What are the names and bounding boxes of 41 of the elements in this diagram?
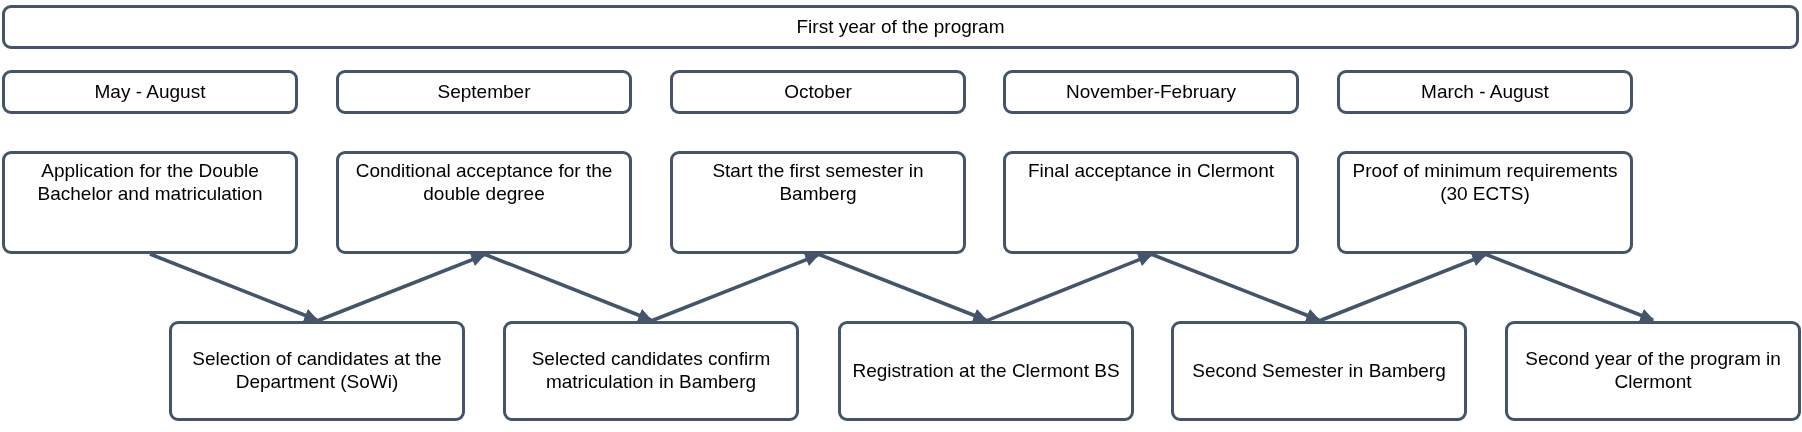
box-text: October — [784, 80, 852, 104]
box-text: March - August — [1421, 80, 1549, 104]
box-text: First year of the program — [796, 15, 1005, 39]
period-box — [670, 70, 966, 114]
period-box — [336, 70, 632, 114]
box-text: Registration at the Clermont BS — [852, 359, 1120, 383]
arrow — [817, 252, 988, 322]
step-box — [1171, 321, 1467, 421]
step-box — [1003, 151, 1299, 254]
arrow — [650, 253, 820, 323]
box-text: Second Semester in Bamberg — [1192, 359, 1446, 383]
step-box — [503, 321, 799, 421]
box-text: November-February — [1066, 80, 1236, 104]
arrow — [149, 252, 319, 322]
box-text: Proof of minimum requirements (30 ECTS) — [1351, 160, 1619, 206]
box-text: Conditional acceptance for the double degree — [354, 160, 614, 206]
box-text: Selection of candidates at the Department (SoWi) — [191, 348, 443, 394]
step-box — [1337, 151, 1633, 254]
box-text: Application for the Double Bachelor and matriculation — [36, 160, 264, 206]
arrow — [1150, 252, 1321, 322]
arrow — [483, 252, 653, 322]
period-box — [1337, 70, 1633, 114]
arrow — [985, 253, 1153, 323]
step-box — [169, 321, 465, 421]
arrow — [1318, 253, 1487, 323]
header-box — [2, 5, 1799, 49]
box-text: Second year of the program in Clermont — [1524, 348, 1782, 394]
step-box — [838, 321, 1134, 421]
step-box — [2, 151, 298, 254]
step-box — [336, 151, 632, 254]
box-text: Start the first semester in Bamberg — [711, 160, 925, 206]
period-box — [2, 70, 298, 114]
step-box — [1505, 321, 1801, 421]
box-text: Selected candidates confirm matriculation in Bamberg — [530, 348, 772, 394]
arrow — [1484, 252, 1655, 322]
box-text: September — [437, 80, 531, 104]
box-text: Final acceptance in Clermont — [1027, 160, 1275, 183]
period-box — [1003, 70, 1299, 114]
box-text: May - August — [94, 80, 206, 104]
step-box — [670, 151, 966, 254]
arrow — [316, 253, 486, 323]
